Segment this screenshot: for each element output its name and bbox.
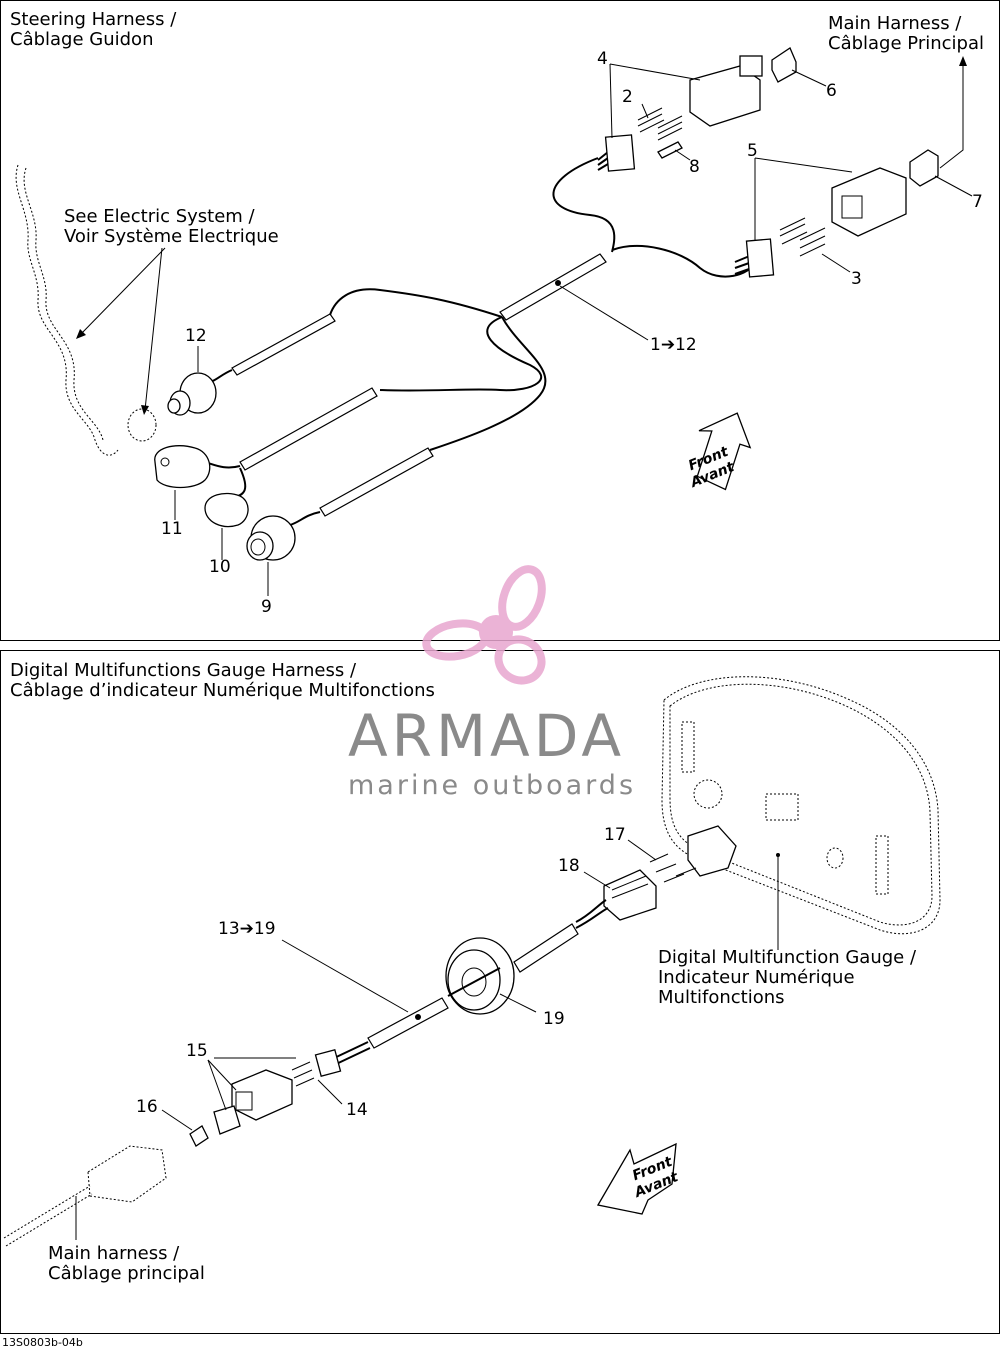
part-12-sensor <box>167 369 233 416</box>
part-8-plug <box>657 141 683 159</box>
part-3-pins <box>779 217 826 257</box>
gauge-harness-drawing <box>3 676 941 1247</box>
part-2-pins <box>637 107 683 141</box>
steering-harness-panel <box>0 0 1000 641</box>
part-9-sensor <box>246 511 321 561</box>
part-11-sensor <box>154 445 241 489</box>
callout-3: 3 <box>851 269 862 289</box>
see-electric-label-line1: See Electric System / <box>64 206 255 227</box>
gauge-label-line1: Digital Multifunction Gauge / <box>658 947 917 968</box>
callout-8: 8 <box>689 157 700 177</box>
callout-11: 11 <box>161 519 183 539</box>
part-5-connector <box>734 167 907 278</box>
callout-5: 5 <box>747 141 758 161</box>
callout-17: 17 <box>604 825 626 845</box>
callout-16: 16 <box>136 1097 158 1117</box>
drawing-code: 13S0803b-04b <box>2 1336 83 1349</box>
steering-cord <box>15 164 157 456</box>
callout-19: 19 <box>543 1009 565 1029</box>
part-6-wedge <box>771 47 797 83</box>
callout-9: 9 <box>261 597 272 617</box>
harness-sleeve-main <box>499 253 607 321</box>
part-18-connector <box>603 869 657 921</box>
bottom-title-line1: Digital Multifunctions Gauge Harness / <box>10 660 357 681</box>
part-19-grommet <box>445 937 515 1015</box>
see-electric-label-line2: Voir Système Electrique <box>64 226 279 247</box>
main-harness-label-line1: Main Harness / <box>828 13 962 34</box>
front-arrow-top <box>696 412 752 491</box>
harness-sleeve-lower <box>367 997 449 1049</box>
callout-12: 12 <box>185 326 207 346</box>
main-harness-bottom-line1: Main harness / <box>48 1243 180 1264</box>
sleeve-upper <box>513 923 579 973</box>
steering-harness-drawing <box>15 47 973 596</box>
callout-2: 2 <box>622 87 633 107</box>
top-title-line2: Câblage Guidon <box>10 29 154 50</box>
part-17-pins <box>649 853 697 883</box>
callout-4: 4 <box>597 49 608 69</box>
callout-15: 15 <box>186 1041 208 1061</box>
part-15-pins <box>291 1061 315 1087</box>
front-arrow-bottom <box>596 1142 677 1215</box>
leader-lines-top <box>76 63 973 596</box>
main-harness-dashed <box>3 1145 167 1247</box>
sleeve-12 <box>231 313 336 376</box>
armada-logo-icon <box>422 565 546 685</box>
part-14-connector <box>314 1041 371 1078</box>
part-15-connector <box>213 1069 293 1135</box>
watermark-tagline: marine outboards <box>348 770 637 801</box>
callout-18: 18 <box>558 856 580 876</box>
bottom-title-line2: Câblage d’indicateur Numérique Multifonc… <box>10 680 435 701</box>
part-7-wedge <box>909 149 939 187</box>
digital-gauge <box>661 676 941 935</box>
gauge-label-line2: Indicateur Numérique <box>658 967 855 988</box>
range-label-bottom: 13➔19 <box>218 919 276 939</box>
callout-7: 7 <box>972 192 983 212</box>
main-harness-label-line2: Câblage Principal <box>828 33 984 54</box>
callout-10: 10 <box>209 557 231 577</box>
part-10-sensor <box>204 467 249 528</box>
range-label-top: 1➔12 <box>650 335 697 355</box>
sleeve-9 <box>319 447 434 517</box>
callout-6: 6 <box>826 81 837 101</box>
gauge-label-line3: Multifonctions <box>658 987 785 1008</box>
callout-14: 14 <box>346 1100 368 1120</box>
leader-lines-bottom <box>75 839 779 1240</box>
top-title-line1: Steering Harness / <box>10 9 177 30</box>
part-4-connector <box>597 55 763 172</box>
watermark-name: ARMADA <box>348 702 626 770</box>
part-16-wedge <box>189 1125 209 1147</box>
sleeve-11 <box>239 387 378 471</box>
main-harness-bottom-line2: Câblage principal <box>48 1263 205 1284</box>
